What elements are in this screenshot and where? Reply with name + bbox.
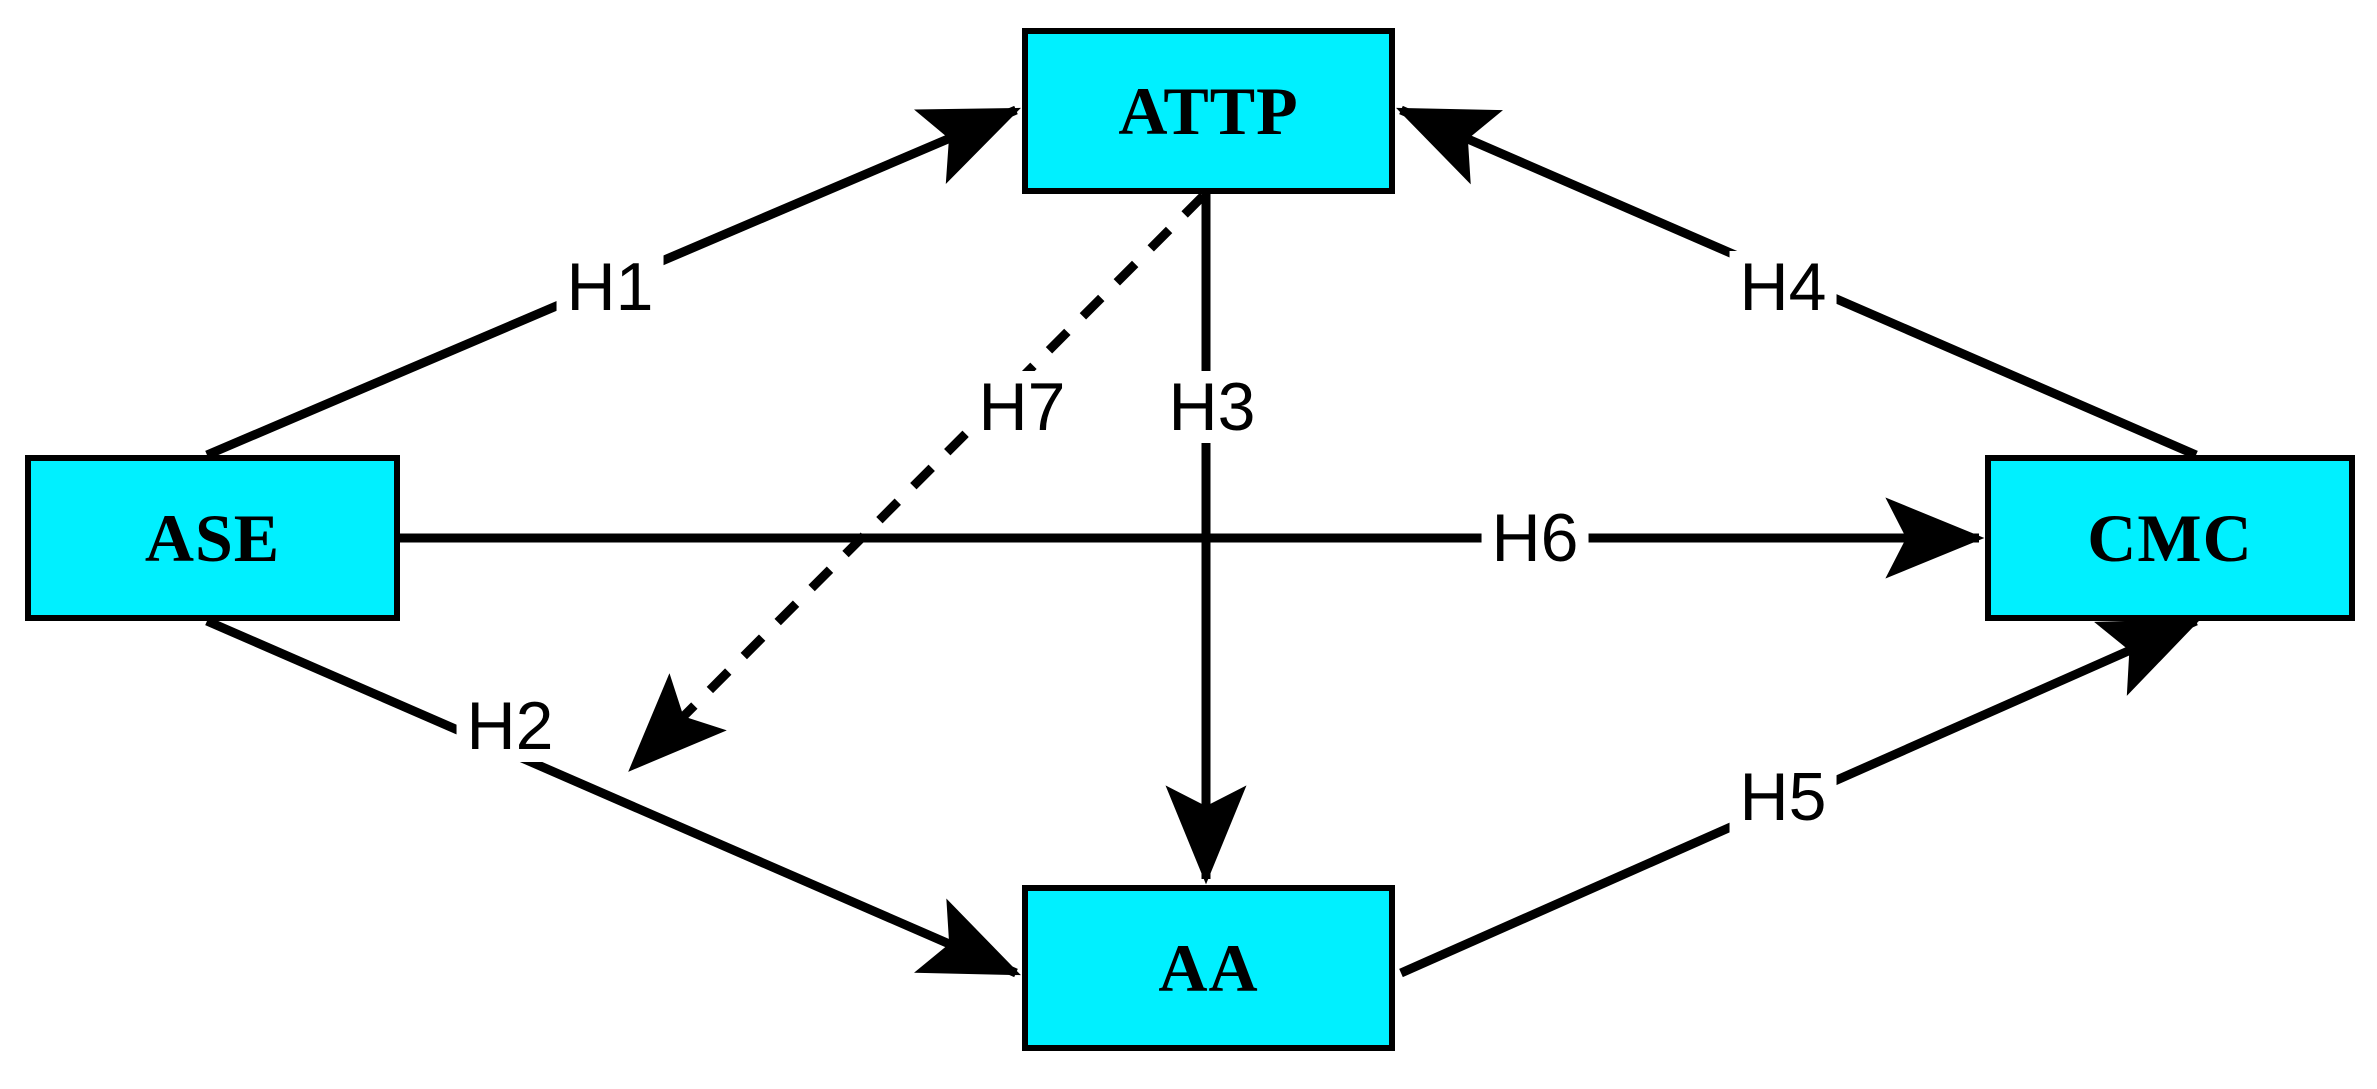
edge-label-h2: H2 [456, 690, 564, 762]
node-aa[interactable]: AA [1022, 885, 1395, 1051]
node-ase[interactable]: ASE [25, 455, 400, 621]
edge-label-h3: H3 [1158, 371, 1266, 443]
edge-label-h1: H1 [556, 251, 664, 323]
node-ase-label: ASE [144, 500, 281, 576]
edge-label-h7: H7 [968, 371, 1076, 443]
edge-h2-line [205, 616, 1021, 978]
node-cmc-label: CMC [2087, 500, 2253, 576]
node-attp[interactable]: ATTP [1022, 28, 1395, 194]
edge-label-h6: H6 [1481, 502, 1589, 574]
node-aa-label: AA [1158, 930, 1259, 1006]
node-cmc[interactable]: CMC [1985, 455, 2355, 621]
edge-label-h5: H5 [1729, 761, 1837, 833]
edge-h7-line [628, 192, 1207, 772]
edge-label-h4: H4 [1729, 251, 1837, 323]
node-attp-label: ATTP [1118, 73, 1299, 149]
